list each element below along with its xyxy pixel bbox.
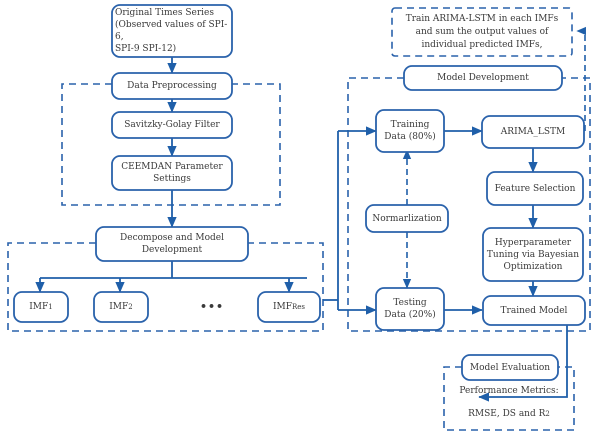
group-train-note-dashed	[391, 7, 573, 57]
group-model-evaluation-dashed	[443, 366, 575, 431]
node-box-imf1	[13, 291, 69, 323]
dashed-arimalstm-to-train-note	[576, 26, 586, 131]
group-decomposition-dashed	[7, 242, 324, 332]
node-box-training-data	[375, 109, 445, 153]
node-box-testing-data	[375, 287, 445, 331]
node-box-savitzky-golay	[111, 111, 233, 139]
group-preprocessing-dashed	[61, 83, 281, 206]
node-box-trained-model	[482, 295, 586, 326]
node-box-decompose	[95, 226, 249, 262]
node-box-hyperparameter	[482, 227, 584, 282]
node-box-model-development	[403, 65, 563, 91]
node-box-imf-res	[257, 291, 321, 323]
node-box-model-evaluation	[461, 354, 559, 381]
node-box-feature-selection	[486, 171, 584, 206]
node-box-ceemdan-settings	[111, 155, 233, 191]
node-box-imf2	[93, 291, 149, 323]
label-imf-ellipsis: •••	[200, 300, 225, 313]
node-box-normalization	[365, 204, 449, 233]
node-box-data-preprocessing	[111, 72, 233, 100]
node-box-original-series	[111, 4, 233, 58]
node-box-arima-lstm	[481, 115, 585, 149]
